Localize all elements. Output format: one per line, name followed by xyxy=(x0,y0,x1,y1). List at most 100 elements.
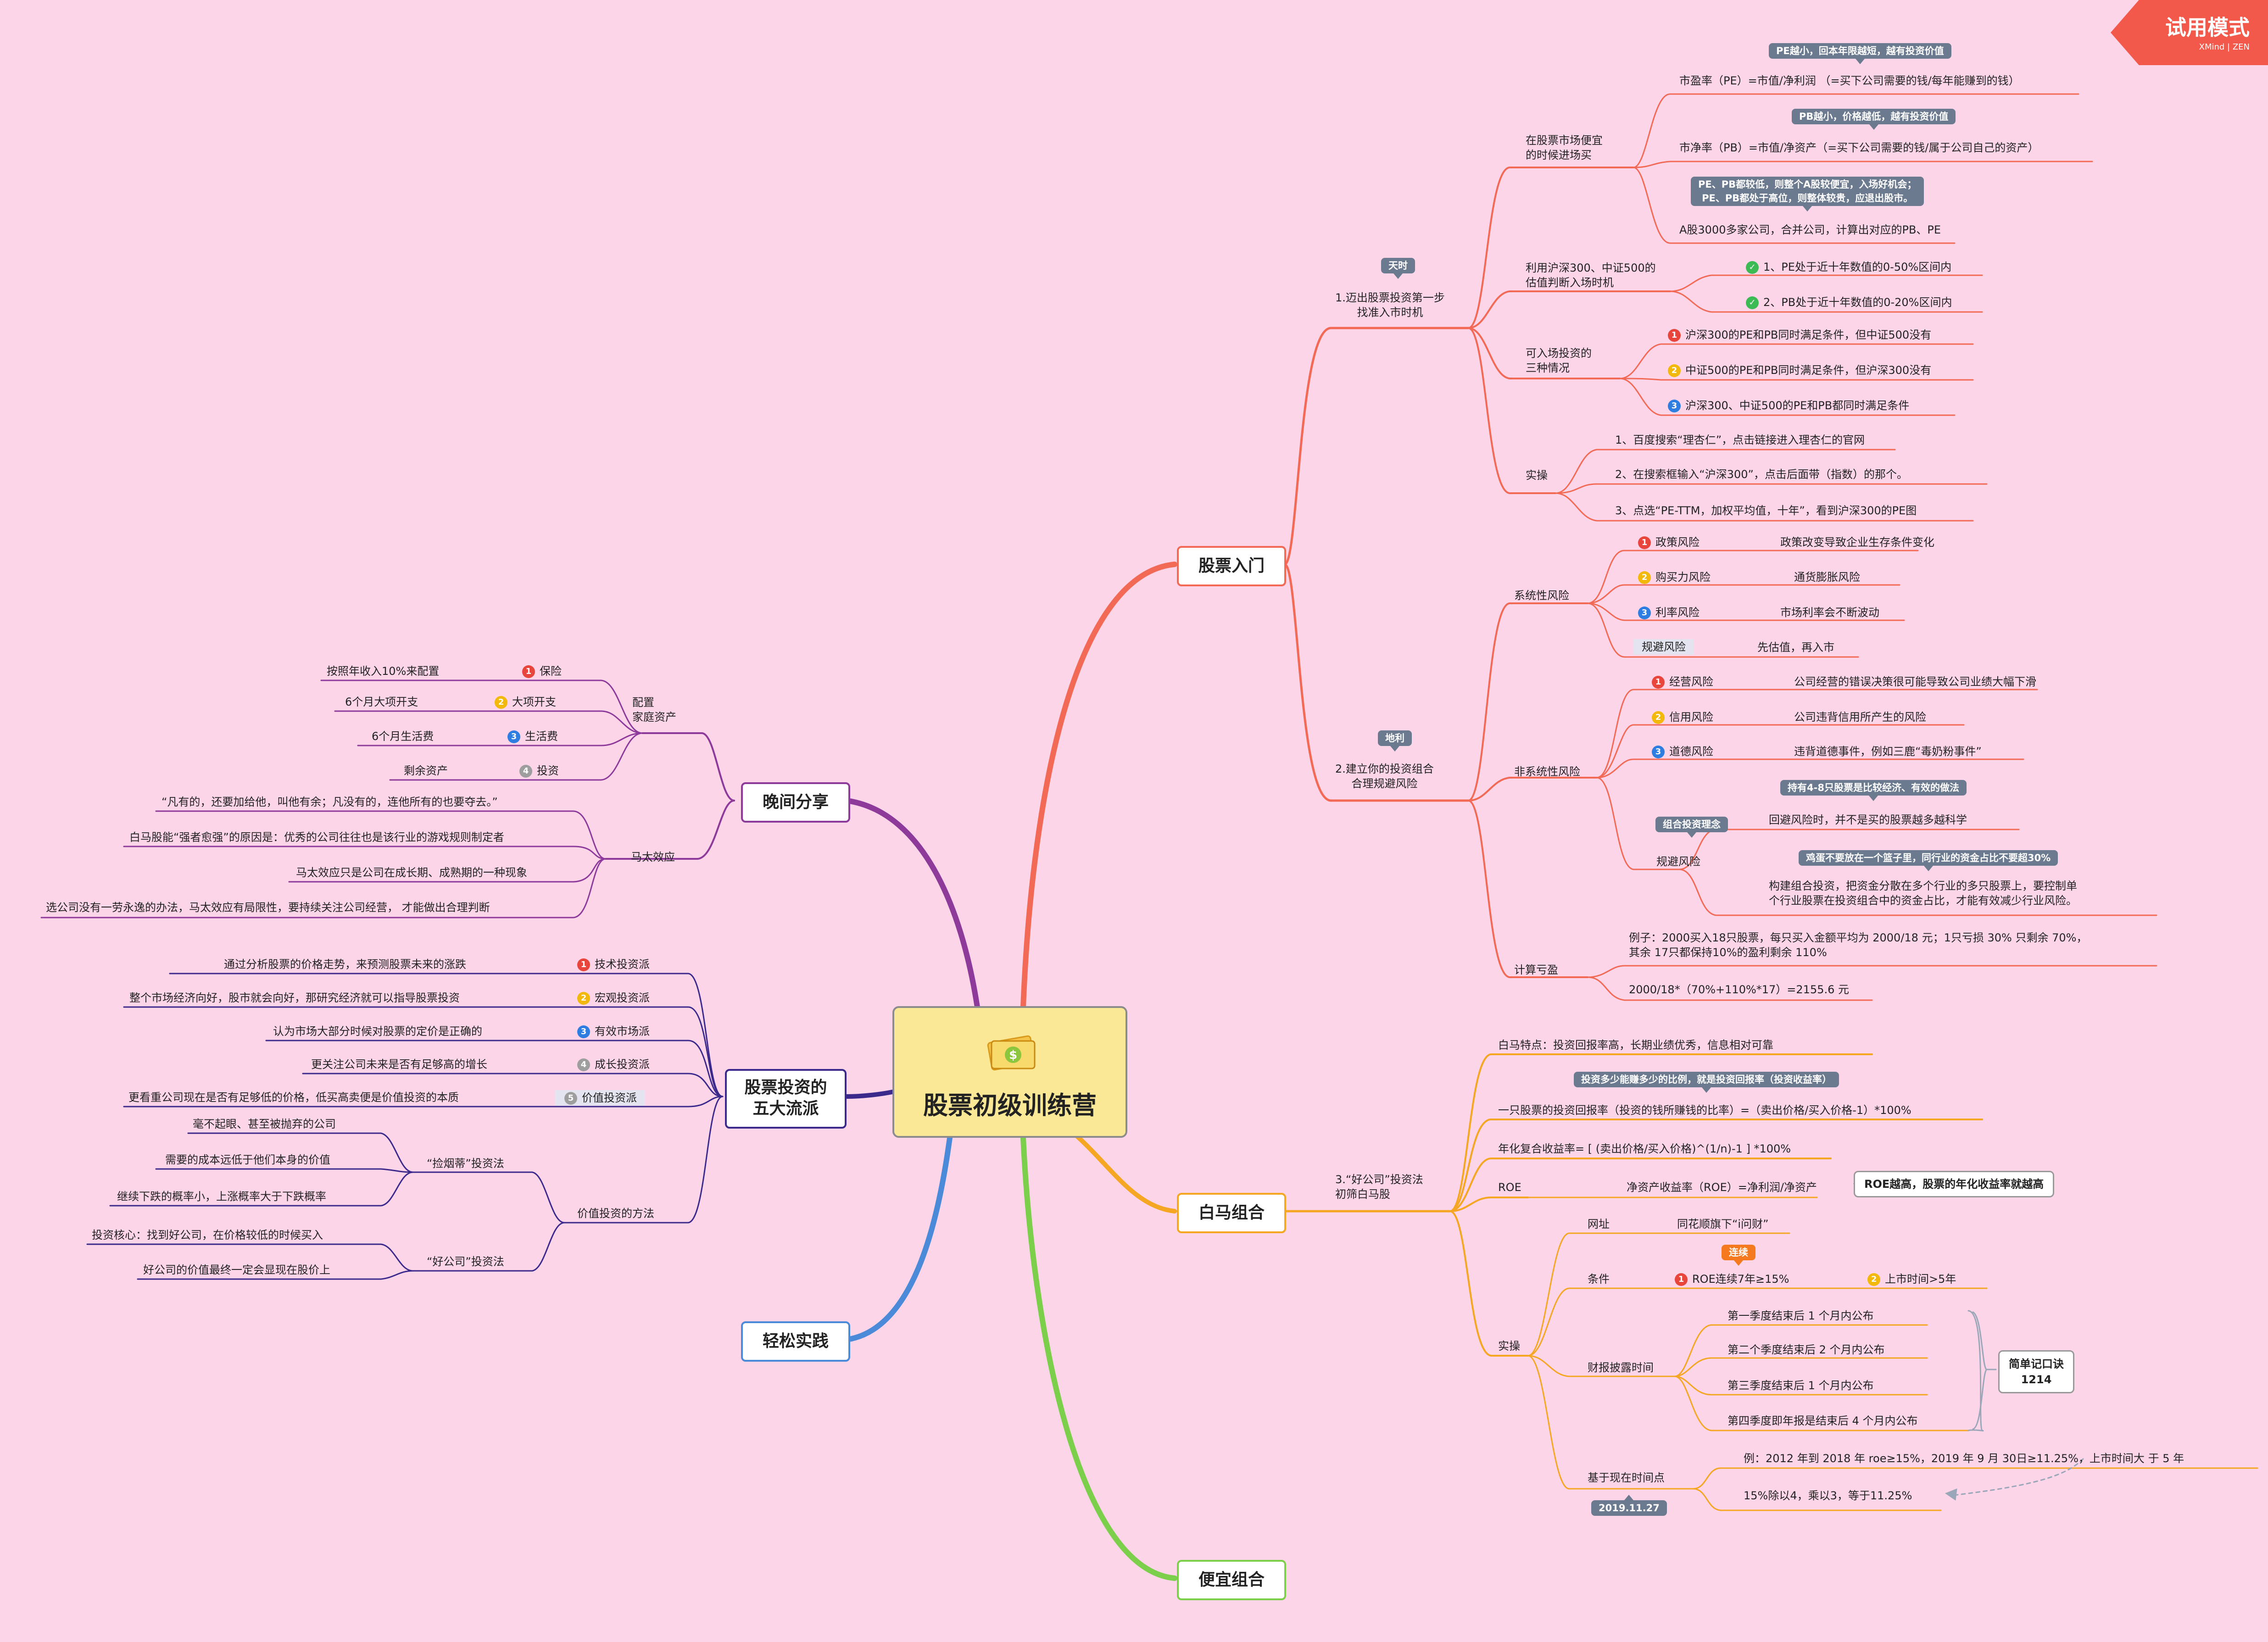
topic-practice-step-2[interactable]: 2、在搜索框输入“沪深300”，点击后面带（指数）的那个。 xyxy=(1615,468,1908,481)
roe-callout[interactable]: ROE越高，股票的年化收益率就越高 xyxy=(1854,1171,2055,1197)
topic-purchasing-risk-desc[interactable]: 通货膨胀风险 xyxy=(1794,571,1860,584)
mnemonic-callout[interactable]: 简单记口诀 1214 xyxy=(1998,1350,2074,1393)
branch-five-schools[interactable]: 股票投资的 五大流派 xyxy=(725,1069,847,1129)
topic-pb-range[interactable]: ✓2、PB处于近十年数值的0-20%区间内 xyxy=(1741,295,1952,310)
topic-build-portfolio[interactable]: 2.建立你的投资组合 合理规避风险 xyxy=(1335,763,1434,790)
topic-website[interactable]: 网址 xyxy=(1588,1218,1610,1230)
topic-remaining-assets[interactable]: 剩余资产 xyxy=(404,764,448,777)
central-topic[interactable]: $ 股票初级训练营 xyxy=(892,1006,1127,1138)
trial-mode-badge[interactable]: 试用模式 XMind | ZEN xyxy=(2111,0,2268,65)
topic-roe[interactable]: ROE xyxy=(1498,1181,1521,1194)
topic-avoid-unsystematic[interactable]: 规避风险 xyxy=(1656,855,1700,868)
topic-living-cost-rule[interactable]: 6个月生活费 xyxy=(372,730,434,743)
topic-time-calc[interactable]: 15%除以4，乘以3，等于11.25% xyxy=(1744,1489,1912,1502)
topic-matthew-phase[interactable]: 马太效应只是公司在成长期、成熟期的一种现象 xyxy=(296,866,527,879)
topic-time-example[interactable]: 例：2012 年到 2018 年 roe≥15%，2019 年 9 月 30日≥… xyxy=(1744,1452,2184,1465)
topic-white-horse-features[interactable]: 白马特点：投资回报率高，长期业绩优秀，信息相对可靠 xyxy=(1498,1039,1773,1052)
topic-technical-desc[interactable]: 通过分析股票的价格走势，来预测股票未来的涨跌 xyxy=(224,958,466,971)
topic-good-company-method[interactable]: 3.“好公司”投资法 初筛白马股 xyxy=(1335,1173,1423,1201)
topic-policy-risk-desc[interactable]: 政策改变导致企业生存条件变化 xyxy=(1780,536,1934,549)
topic-unsystematic-risk[interactable]: 非系统性风险 xyxy=(1514,765,1580,778)
branch-white-horse[interactable]: 白马组合 xyxy=(1177,1193,1286,1233)
topic-conditions[interactable]: 条件 xyxy=(1588,1273,1610,1286)
topic-cagr[interactable]: 年化复合收益率= [ (卖出价格/买入价格)^(1/n)-1 ] *100% xyxy=(1498,1142,1791,1155)
topic-efficient-desc[interactable]: 认为市场大部分时候对股票的定价是正确的 xyxy=(273,1025,482,1038)
topic-practice-step-1[interactable]: 1、百度搜索“理杏仁”，点击链接进入理杏仁的官网 xyxy=(1615,434,1865,446)
topic-practice-step-3[interactable]: 3、点选“PE-TTM，加权平均值，十年”，看到沪深300的PE图 xyxy=(1615,504,1917,517)
topic-disclosure-time[interactable]: 财报披露时间 xyxy=(1588,1361,1654,1374)
topic-insurance-rule[interactable]: 按照年收入10%来配置 xyxy=(327,665,440,678)
topic-website-value[interactable]: 同花顺旗下“i问财” xyxy=(1677,1218,1769,1230)
topic-good-company[interactable]: “好公司”投资法 xyxy=(427,1255,504,1268)
topic-white-horse-practice[interactable]: 实操 xyxy=(1498,1340,1520,1353)
topic-operating-risk-desc[interactable]: 公司经营的错误决策很可能导致公司业绩大幅下滑 xyxy=(1794,675,2036,688)
topic-cigar-2[interactable]: 需要的成本远低于他们本身的价值 xyxy=(165,1153,330,1166)
topic-good-2[interactable]: 好公司的价值最终一定会显现在股价上 xyxy=(143,1264,330,1276)
topic-diversify[interactable]: 构建组合投资，把资金分散在多个行业的多只股票上，要控制单 个行业股票在投资组合中… xyxy=(1769,879,2077,907)
branch-stock-intro[interactable]: 股票入门 xyxy=(1177,546,1286,586)
topic-q4-disclosure[interactable]: 第四季度即年报是结束后 4 个月内公布 xyxy=(1727,1414,1918,1427)
topic-major-expense-rule[interactable]: 6个月大项开支 xyxy=(345,696,418,708)
topic-value-methods[interactable]: 价值投资的方法 xyxy=(577,1207,654,1220)
topic-pe[interactable]: 市盈率（PE）=市值/净利润 （=买下公司需要的钱/每年能赚到的钱） xyxy=(1679,74,2020,87)
branch-easy-practice[interactable]: 轻松实践 xyxy=(741,1321,850,1362)
topic-three-cases[interactable]: 可入场投资的 三种情况 xyxy=(1526,347,1592,374)
topic-avoid-more-stocks[interactable]: 回避风险时，并不是买的股票越多越科学 xyxy=(1769,813,1967,826)
topic-practice[interactable]: 实操 xyxy=(1526,469,1548,482)
topic-calc-result[interactable]: 2000/18*（70%+110%*17）=2155.6 元 xyxy=(1629,983,1850,996)
topic-family-assets[interactable]: 配置 家庭资产 xyxy=(632,696,676,724)
topic-cigar-1[interactable]: 毫不起眼、甚至被抛弃的公司 xyxy=(193,1118,336,1130)
topic-good-1[interactable]: 投资核心：找到好公司，在价格较低的时候买入 xyxy=(92,1229,323,1241)
branch-cheap-portfolio[interactable]: 便宜组合 xyxy=(1177,1560,1286,1600)
topic-current-time[interactable]: 基于现在时间点 xyxy=(1588,1471,1665,1484)
topic-profit-calc[interactable]: 计算亏盈 xyxy=(1514,963,1558,976)
topic-q2-disclosure[interactable]: 第二个季度结束后 2 个月内公布 xyxy=(1727,1343,1885,1356)
topic-value-desc[interactable]: 更看重公司现在是否有足够低的价格，低买高卖便是价值投资的本质 xyxy=(128,1091,459,1104)
topic-entry-timing[interactable]: 1.迈出股票投资第一步 找准入市时机 xyxy=(1335,291,1445,319)
topic-avoid-systematic[interactable]: 规避风险 xyxy=(1633,639,1694,655)
topic-buy-when-cheap[interactable]: 在股票市场便宜 的时候进场买 xyxy=(1526,134,1603,161)
topic-return-rate[interactable]: 一只股票的投资回报率（投资的钱所赚钱的比率）=（卖出价格/买入价格-1）*100… xyxy=(1498,1104,1911,1117)
topic-cigar-3[interactable]: 继续下跌的概率小，上涨概率大于下跌概率 xyxy=(117,1190,326,1203)
topic-systematic-risk[interactable]: 系统性风险 xyxy=(1514,589,1569,602)
topic-credit-risk-desc[interactable]: 公司违背信用所产生的风险 xyxy=(1794,711,1926,724)
topic-index-valuation[interactable]: 利用沪深300、中证500的 估值判断入场时机 xyxy=(1526,262,1656,289)
topic-cigar-butt[interactable]: “捡烟蒂”投资法 xyxy=(427,1157,504,1170)
topic-matthew-effect[interactable]: 马太效应 xyxy=(631,851,675,863)
topic-roe-formula[interactable]: 净资产收益率（ROE）=净利润/净资产 xyxy=(1627,1181,1817,1194)
topic-matthew-quote[interactable]: “凡有的，还要加给他，叫他有余；凡没有的，连他所有的也要夺去。” xyxy=(162,796,498,808)
topic-matthew-limit[interactable]: 选公司没有一劳永逸的办法，马太效应有局限性，要持续关注公司经营， 才能做出合理判… xyxy=(46,901,490,914)
topic-moral-risk-desc[interactable]: 违背道德事件，例如三鹿“毒奶粉事件” xyxy=(1794,745,1982,758)
topic-q1-disclosure[interactable]: 第一季度结束后 1 个月内公布 xyxy=(1727,1309,1874,1322)
topic-interest-risk-desc[interactable]: 市场利率会不断波动 xyxy=(1780,606,1879,619)
topic-matthew-reason[interactable]: 白马股能“强者愈强”的原因是：优秀的公司往往也是该行业的游戏规则制定者 xyxy=(129,831,504,844)
topic-q3-disclosure[interactable]: 第三季度结束后 1 个月内公布 xyxy=(1727,1379,1874,1392)
topic-macro-desc[interactable]: 整个市场经济向好，股市就会向好，那研究经济就可以指导股票投资 xyxy=(129,991,460,1004)
topic-pb[interactable]: 市净率（PB）=市值/净资产（=买下公司需要的钱/属于公司自己的资产） xyxy=(1679,141,2039,154)
topic-calc-example[interactable]: 例子：2000买入18只股票，每只买入金额平均为 2000/18 元；1只亏损 … xyxy=(1629,931,2088,959)
topic-a-share-3000[interactable]: A股3000多家公司，合并公司，计算出对应的PB、PE xyxy=(1679,223,1941,236)
topic-growth-desc[interactable]: 更关注公司未来是否有足够高的增长 xyxy=(311,1058,487,1071)
topic-pe-range[interactable]: ✓1、PE处于近十年数值的0-50%区间内 xyxy=(1741,260,1951,274)
topic-avoid-systematic-desc[interactable]: 先估值，再入市 xyxy=(1757,641,1834,654)
branch-evening-share[interactable]: 晚间分享 xyxy=(741,782,850,823)
